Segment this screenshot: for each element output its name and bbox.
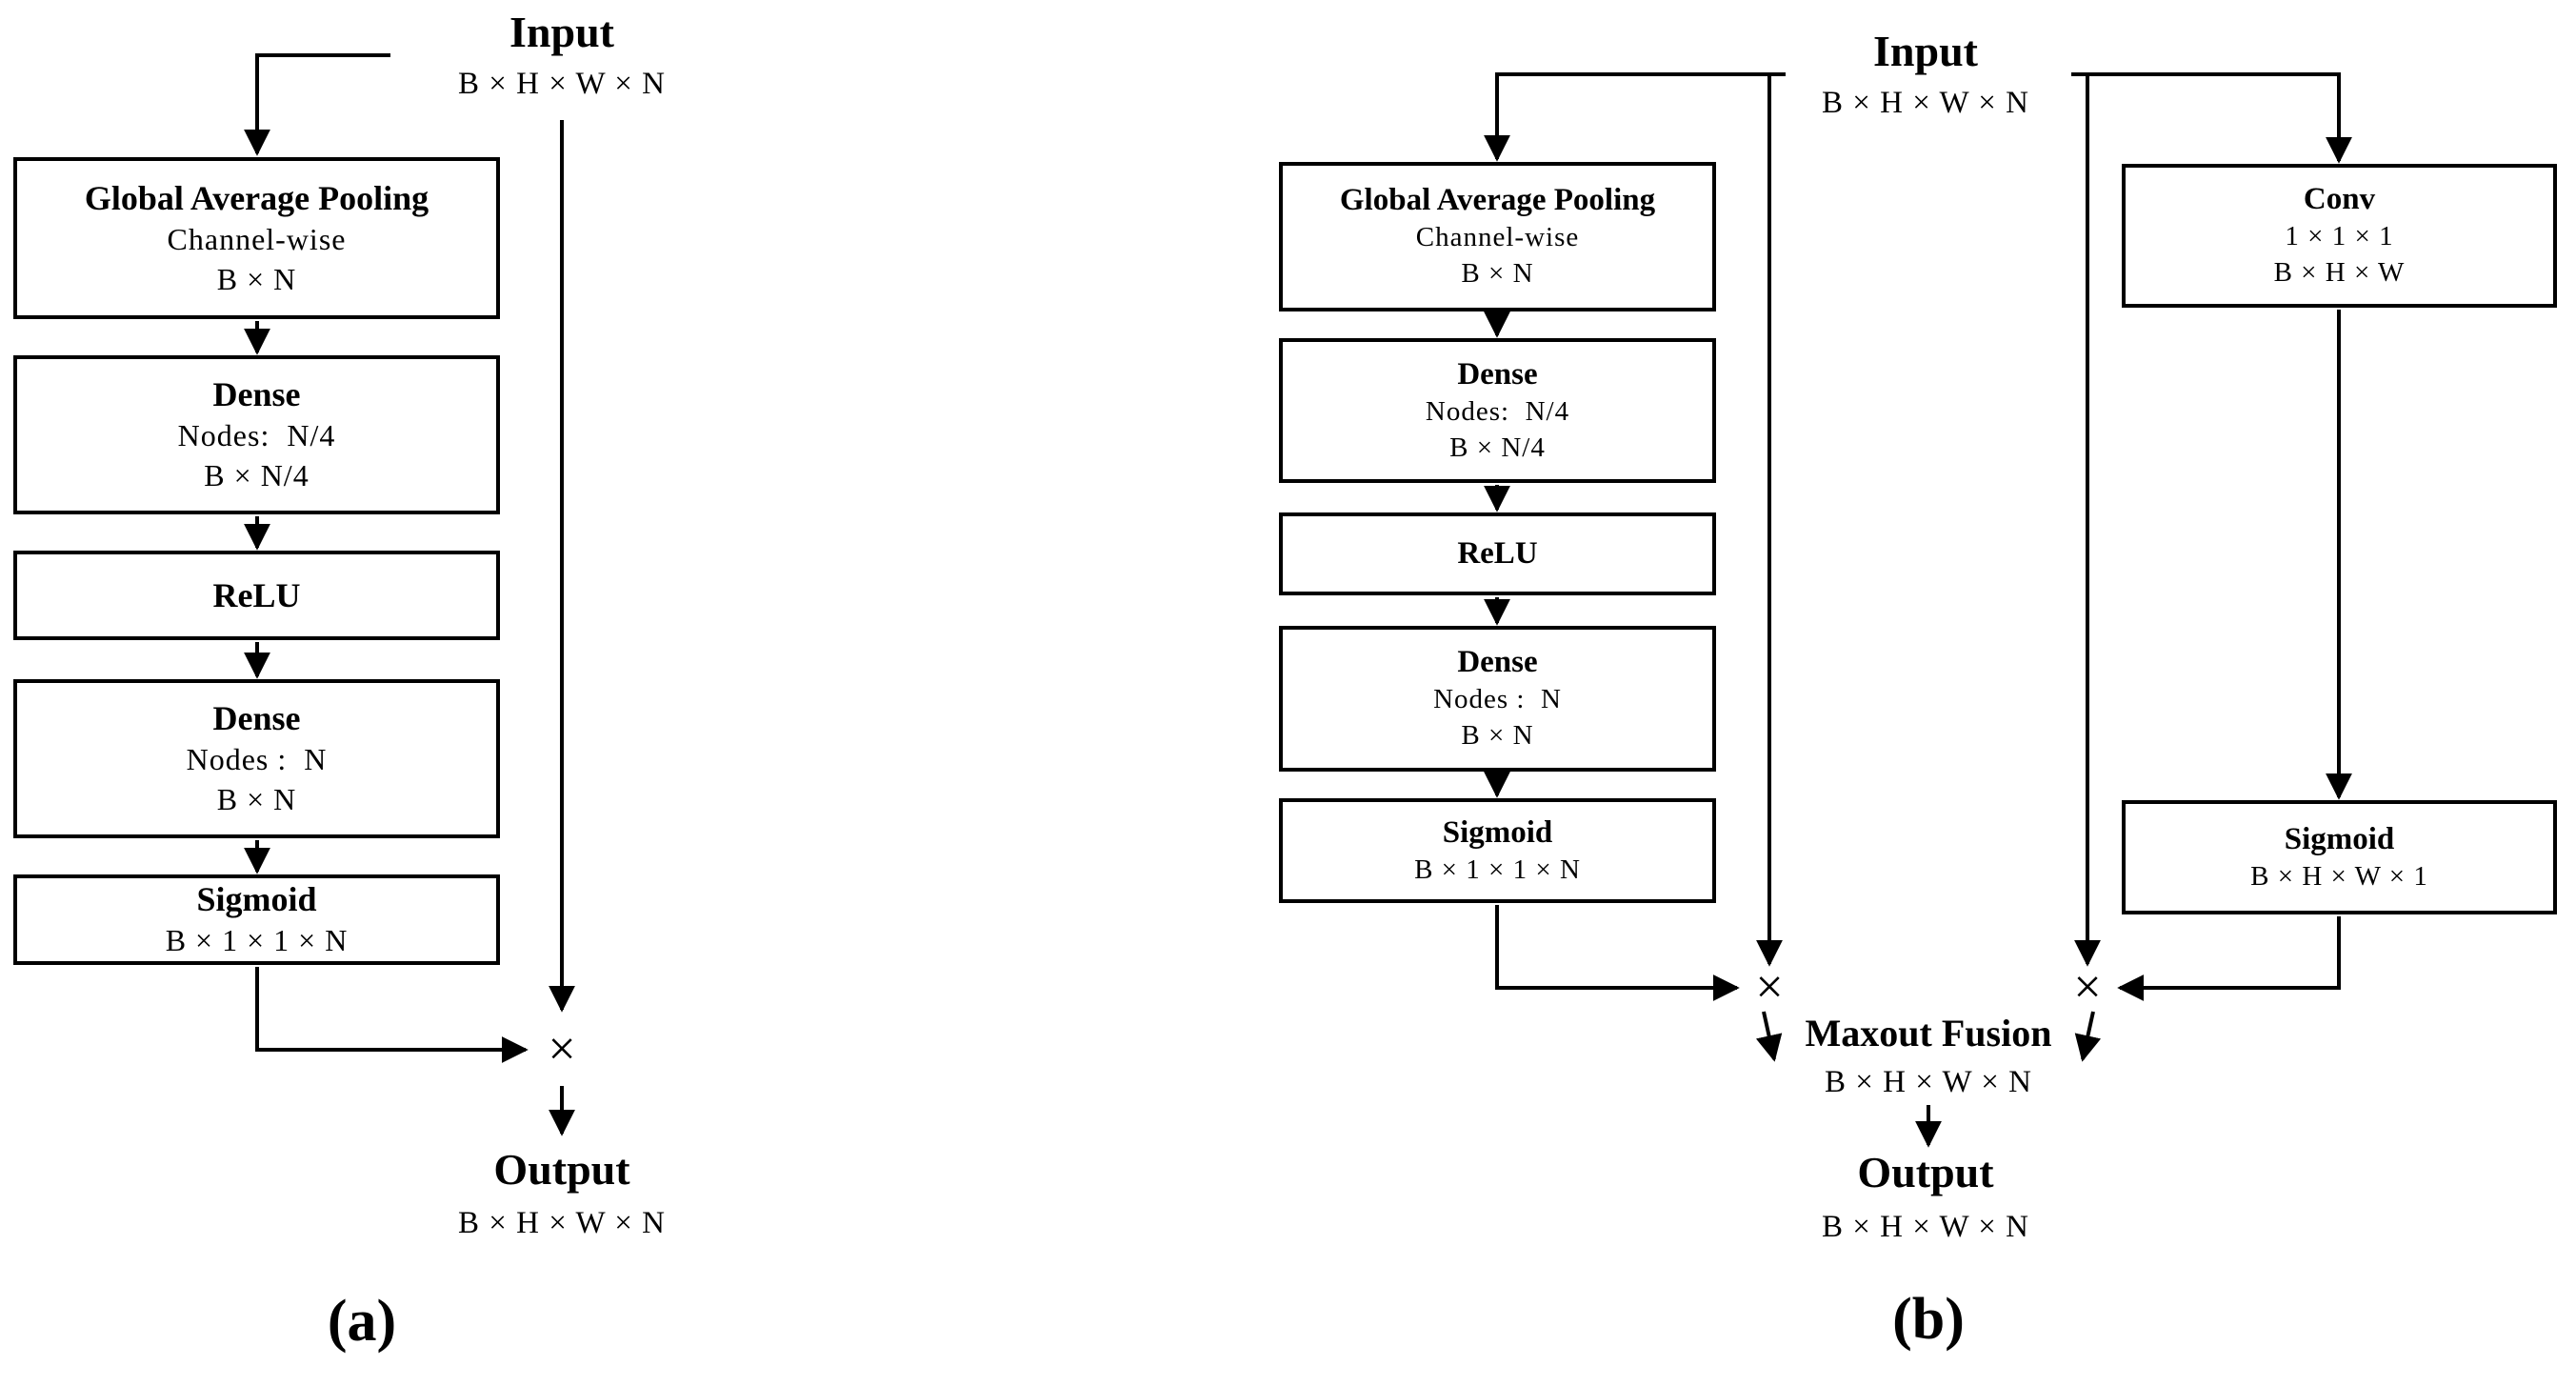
b-multiply-node-right: ×	[2073, 960, 2102, 1014]
b-sigmoid-left-to-multiply-arrow	[1495, 905, 1740, 1001]
b-input-label: Input	[1873, 27, 1978, 75]
b-sigmoid-left-line-1: B × 1 × 1 × N	[1414, 854, 1581, 885]
b-dense2-line-2: B × N	[1461, 720, 1534, 752]
a-input-branch-arrow	[244, 53, 390, 156]
b-panel-caption: (b)	[1892, 1287, 1965, 1352]
a-dense1-line-2: B × N/4	[204, 458, 310, 492]
b-relu-box: ReLU	[1279, 512, 1716, 595]
b-dense2-line-1: Nodes : N	[1433, 684, 1562, 715]
b-sigmoid-right-title: Sigmoid	[2284, 821, 2395, 856]
b-maxout-fusion-shape-label: B × H × W × N	[1825, 1065, 2032, 1099]
b-output-label: Output	[1857, 1148, 1994, 1196]
a-dense2-title: Dense	[212, 699, 301, 738]
a-sigmoid-title: Sigmoid	[196, 880, 317, 919]
b-input-branch-left-arrow	[1484, 72, 1786, 162]
b-sigmoid-right-to-multiply-arrow	[2117, 916, 2341, 1001]
b-multiply-node-left: ×	[1755, 960, 1784, 1014]
b-dense1-line-2: B × N/4	[1449, 432, 1546, 463]
b-input-branch-right-arrow	[2071, 72, 2352, 164]
a-dense2-line-2: B × N	[216, 782, 297, 816]
b-dense1-line-1: Nodes: N/4	[1425, 395, 1570, 427]
b-dense1-title: Dense	[1457, 356, 1538, 392]
b-sigmoid-right-line-1: B × H × W × 1	[2250, 860, 2428, 892]
a-dense1-line-1: Nodes: N/4	[177, 418, 336, 453]
a-gap-line-2: B × N	[216, 261, 297, 296]
a-panel-caption: (a)	[327, 1289, 397, 1354]
a-gap-line-1: Channel-wise	[167, 221, 347, 256]
b-gap-line-2: B × N	[1461, 258, 1534, 290]
a-sigmoid-line-1: B × 1 × 1 × N	[165, 923, 349, 958]
b-conv-box: Conv 1 × 1 × 1 B × H × W	[2122, 164, 2557, 308]
a-dense2-box: Dense Nodes : N B × N	[13, 679, 500, 838]
b-relu-title: ReLU	[1457, 535, 1538, 571]
b-gap-line-1: Channel-wise	[1415, 222, 1580, 253]
a-gap-title: Global Average Pooling	[84, 178, 429, 217]
a-output-shape-label: B × H × W × N	[458, 1206, 666, 1240]
a-dense2-line-1: Nodes : N	[186, 742, 328, 777]
b-gap-title: Global Average Pooling	[1339, 183, 1656, 218]
a-input-shape-label: B × H × W × N	[458, 67, 666, 101]
a-relu-title: ReLU	[212, 575, 301, 614]
a-sigmoid-box: Sigmoid B × 1 × 1 × N	[13, 874, 500, 965]
b-input-shape-label: B × H × W × N	[1822, 86, 2029, 120]
b-dense2-box: Dense Nodes : N B × N	[1279, 626, 1716, 772]
b-conv-line-1: 1 × 1 × 1	[2285, 221, 2394, 252]
b-conv-line-2: B × H × W	[2273, 257, 2406, 289]
a-input-label: Input	[509, 8, 614, 56]
b-sigmoid-left-title: Sigmoid	[1442, 814, 1553, 850]
a-output-label: Output	[493, 1145, 630, 1194]
b-output-shape-label: B × H × W × N	[1822, 1210, 2029, 1244]
b-dense1-box: Dense Nodes: N/4 B × N/4	[1279, 338, 1716, 483]
a-dense1-title: Dense	[212, 375, 301, 414]
b-fusion-arrow-right	[2074, 1011, 2102, 1062]
b-dense2-title: Dense	[1457, 645, 1538, 680]
a-dense1-box: Dense Nodes: N/4 B × N/4	[13, 355, 500, 514]
b-sigmoid-right-box: Sigmoid B × H × W × 1	[2122, 800, 2557, 914]
b-maxout-fusion-label: Maxout Fusion	[1805, 1012, 2052, 1055]
a-relu-box: ReLU	[13, 551, 500, 640]
b-sigmoid-left-box: Sigmoid B × 1 × 1 × N	[1279, 798, 1716, 903]
a-sigmoid-to-multiply-arrow	[255, 967, 529, 1063]
b-conv-title: Conv	[2303, 182, 2376, 217]
b-multiply-left-to-fusion-arrow	[1755, 1011, 1783, 1062]
b-global-average-pooling-box: Global Average Pooling Channel-wise B × …	[1279, 162, 1716, 311]
a-multiply-node: ×	[548, 1022, 576, 1076]
a-global-average-pooling-box: Global Average Pooling Channel-wise B × …	[13, 157, 500, 319]
